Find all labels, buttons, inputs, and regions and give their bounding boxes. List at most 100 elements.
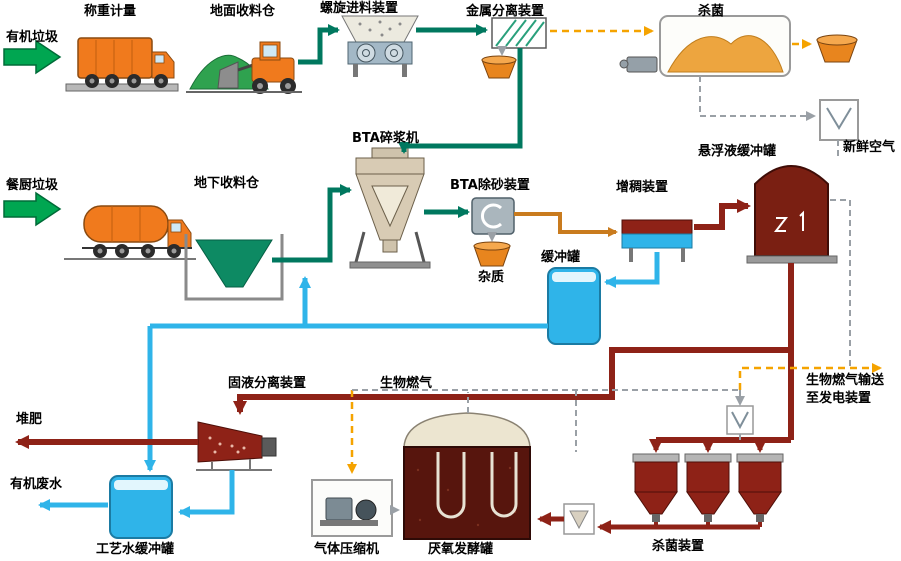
pulper-base xyxy=(349,261,431,269)
feeder-leg xyxy=(353,64,358,77)
label-suspension-tank: 悬浮液缓冲罐 xyxy=(698,144,777,159)
pipe-loader-to-feeder xyxy=(298,24,340,65)
thickener-top xyxy=(621,219,693,235)
metal-reject-bowl xyxy=(481,55,517,79)
blower-motor-hub xyxy=(619,59,629,69)
ground-bin-and-loader xyxy=(186,41,302,94)
label-biogas-export-2: 至发电装置 xyxy=(806,391,872,406)
truck-cargo-box xyxy=(77,37,153,79)
label-metal-separator: 金属分离装置 xyxy=(466,4,545,19)
process-water-tank xyxy=(109,475,173,539)
underground-pit xyxy=(184,234,284,301)
truck-cab-window xyxy=(154,54,165,64)
label-sterilizer-unit: 杀菌装置 xyxy=(652,539,705,554)
digester-upipe xyxy=(490,452,518,518)
sterilizer-box xyxy=(619,15,791,77)
bowl-rim xyxy=(473,241,511,251)
water-pipes xyxy=(38,252,660,518)
tank-mark-z xyxy=(773,217,789,232)
organic-waste-input-arrow xyxy=(3,39,62,75)
press-motor xyxy=(261,437,277,457)
label-screw-feeder: 螺旋进料装置 xyxy=(320,1,399,16)
garbage-truck-weighbridge xyxy=(65,37,179,92)
label-thickener: 增稠装置 xyxy=(616,180,669,195)
loader-bucket xyxy=(217,61,239,89)
feeder-screw xyxy=(356,43,376,63)
label-sterilization: 杀菌 xyxy=(698,4,725,19)
press-dots xyxy=(208,436,246,454)
label-weighing: 称重计量 xyxy=(84,4,137,19)
blower-motor xyxy=(626,56,658,73)
truck-cargo-ribs xyxy=(95,40,133,76)
digester-body xyxy=(403,446,531,540)
label-bta-pulper: BTA碎浆机 xyxy=(352,131,419,146)
kitchen-waste-tanker-truck xyxy=(64,205,196,260)
wheel-hub xyxy=(257,83,263,89)
feeder-screw xyxy=(384,43,404,63)
sterilizer-hopper-3 xyxy=(736,453,784,522)
sterilized-output-bowl xyxy=(816,34,858,63)
tank-mark-one xyxy=(799,210,804,231)
label-gas-compressor: 气体压缩机 xyxy=(314,542,380,557)
pipe-desander-to-thickener xyxy=(514,212,618,237)
label-organic-wastewater: 有机废水 xyxy=(10,477,63,492)
compressor-flywheel xyxy=(355,499,377,521)
feeder-hopper xyxy=(341,15,419,43)
pipe-metal-separator-to-pulper xyxy=(398,48,523,154)
label-kitchen-waste: 餐厨垃圾 xyxy=(6,178,59,193)
suspension-tank-body xyxy=(754,165,829,257)
desander-housing xyxy=(471,197,515,235)
sterilizer-hopper-1 xyxy=(632,453,680,522)
screw-core xyxy=(390,49,398,57)
slurry-pipes xyxy=(15,199,794,534)
label-underground-bin: 地下收料仓 xyxy=(194,176,260,191)
pulper-outlet xyxy=(382,239,398,253)
kitchen-waste-input-arrow xyxy=(3,191,62,227)
screw-feeder-machine xyxy=(341,15,419,77)
thickener-trough xyxy=(621,233,693,249)
tanker-cab-window xyxy=(170,222,182,233)
cyclone-glyph xyxy=(481,203,503,229)
condensate-trap-box xyxy=(726,405,754,435)
label-solid-liquid-separator: 固液分离装置 xyxy=(228,376,307,391)
label-bta-desander: BTA除砂装置 xyxy=(450,178,530,193)
truck-wheels xyxy=(85,74,168,88)
press-body xyxy=(197,421,263,463)
suspension-tank-base xyxy=(746,255,838,264)
loader-cab-window xyxy=(262,44,278,58)
sterilizer-pile xyxy=(667,35,784,73)
process-tank-highlight xyxy=(114,480,168,490)
desander-cyclone xyxy=(471,197,515,235)
pipe-thickener-to-suspension-tank xyxy=(694,199,751,230)
feeder-material-dots xyxy=(358,20,402,37)
pit-funnel xyxy=(195,239,273,288)
filter-vee xyxy=(826,107,852,130)
pulper-legs xyxy=(354,231,426,263)
gas-suspension-vent xyxy=(830,199,851,366)
digester-feed-box xyxy=(563,503,595,535)
gas-lines xyxy=(347,26,882,515)
anaerobic-digester-tank xyxy=(403,412,531,540)
bowl-rim xyxy=(481,55,517,65)
trap-vee xyxy=(731,411,749,430)
label-process-water-tank: 工艺水缓冲罐 xyxy=(96,542,175,557)
digester-upipe xyxy=(436,452,466,519)
label-ground-receiving-bin: 地面收料仓 xyxy=(210,4,276,19)
label-fresh-air: 新鲜空气 xyxy=(843,140,896,155)
label-biogas-export-1: 生物燃气输送 xyxy=(806,373,885,388)
tanker-bands xyxy=(111,206,141,242)
gas-sterilizer-exhaust xyxy=(699,76,816,121)
thickener-unit xyxy=(621,219,693,262)
pulper-top-band xyxy=(355,157,425,175)
compressor-block xyxy=(325,497,353,521)
pit-walls xyxy=(184,234,284,301)
label-organic-waste: 有机垃圾 xyxy=(6,30,59,45)
buffer-tank xyxy=(547,267,601,345)
label-impurities: 杂质 xyxy=(478,270,505,285)
pipe-separator-to-process-tank xyxy=(178,470,235,518)
process-tank-body xyxy=(109,475,173,539)
pipe-thickener-to-buffer-tank xyxy=(604,252,660,288)
label-buffer-tank: 缓冲罐 xyxy=(541,250,581,265)
